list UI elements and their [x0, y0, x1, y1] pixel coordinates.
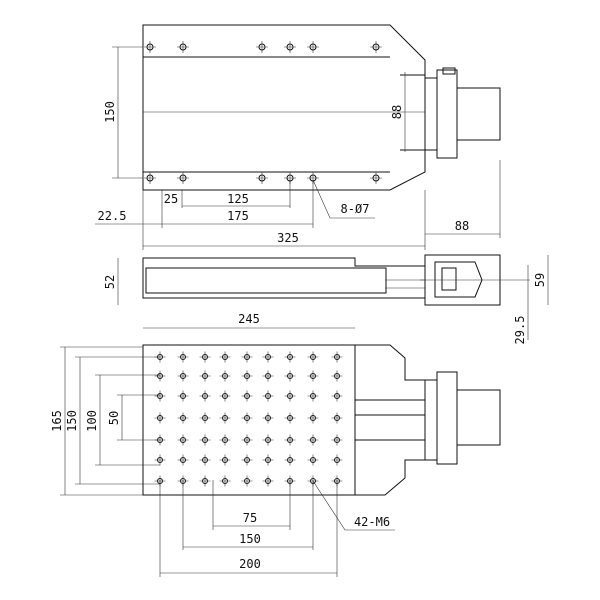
dim-100: 100: [85, 410, 99, 432]
callout-42-m6: 42-M6: [354, 515, 390, 529]
coupler: [424, 77, 438, 151]
dim-22-5: 22.5: [98, 209, 127, 223]
top-frame: [142, 24, 426, 191]
dim-50: 50: [107, 411, 121, 425]
motor-body: [456, 87, 501, 141]
side-body: [142, 257, 426, 299]
dim-150-h: 150: [239, 532, 261, 546]
dim-88-v: 88: [390, 105, 404, 119]
dim-245: 245: [238, 312, 260, 326]
dim-52: 52: [103, 275, 117, 289]
bottom-view: 245 165 150 100 50 75 150 200 42-M6: [50, 312, 501, 577]
dim-200: 200: [239, 557, 261, 571]
carriage-plate: [142, 344, 356, 496]
dim-75: 75: [243, 511, 257, 525]
callout-8-holes: 8-Ø7: [341, 202, 370, 216]
motor-flange: [436, 69, 458, 159]
dim-150-v: 150: [65, 410, 79, 432]
dim-59: 59: [533, 273, 547, 287]
dim-325: 325: [277, 231, 299, 245]
bottom-frame: [142, 344, 426, 496]
side-view: 52 59 29.5: [103, 254, 549, 345]
dim-29-5: 29.5: [513, 316, 527, 345]
dim-88-h: 88: [455, 219, 469, 233]
dim-150: 150: [103, 101, 117, 123]
dim-125: 125: [227, 192, 249, 206]
dim-165: 165: [50, 410, 64, 432]
dim-175: 175: [227, 209, 249, 223]
dim-25: 25: [164, 192, 178, 206]
top-view: 150 88 25 125 175 22.5 325 88 8-Ø7: [95, 24, 501, 250]
